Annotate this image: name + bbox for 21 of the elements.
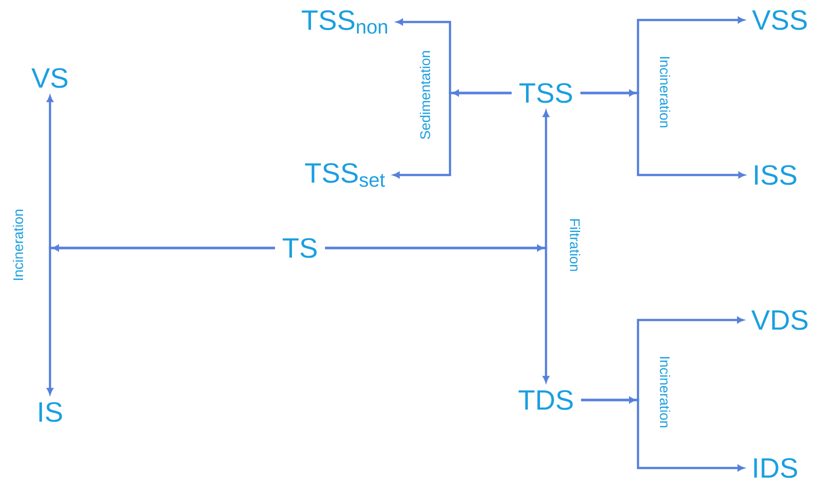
arrow xyxy=(393,92,512,178)
term-label: IDS xyxy=(754,458,798,478)
process-label: Incineration xyxy=(660,57,670,128)
term-label: VSS xyxy=(752,10,807,30)
process-label: Filtration xyxy=(570,219,580,271)
term-label: TSS$_{non}$ xyxy=(302,10,388,34)
process-label: Incineration xyxy=(660,357,670,428)
term-label: TSS$_{set}$ xyxy=(305,163,385,187)
term-label: TSS xyxy=(519,83,572,103)
term-label: TDS xyxy=(518,390,573,410)
process-label: Sedimentation xyxy=(420,51,430,140)
process-label: Incineration xyxy=(12,210,24,280)
term-label: ISS xyxy=(755,165,796,185)
arrow xyxy=(46,246,275,395)
term-label: IS xyxy=(39,402,62,422)
arrow xyxy=(325,246,550,383)
term-label: VS xyxy=(31,68,68,88)
arrow xyxy=(581,398,744,472)
term-label: VDS xyxy=(751,310,808,330)
term-label: TS xyxy=(282,238,317,258)
arrow xyxy=(580,92,745,178)
